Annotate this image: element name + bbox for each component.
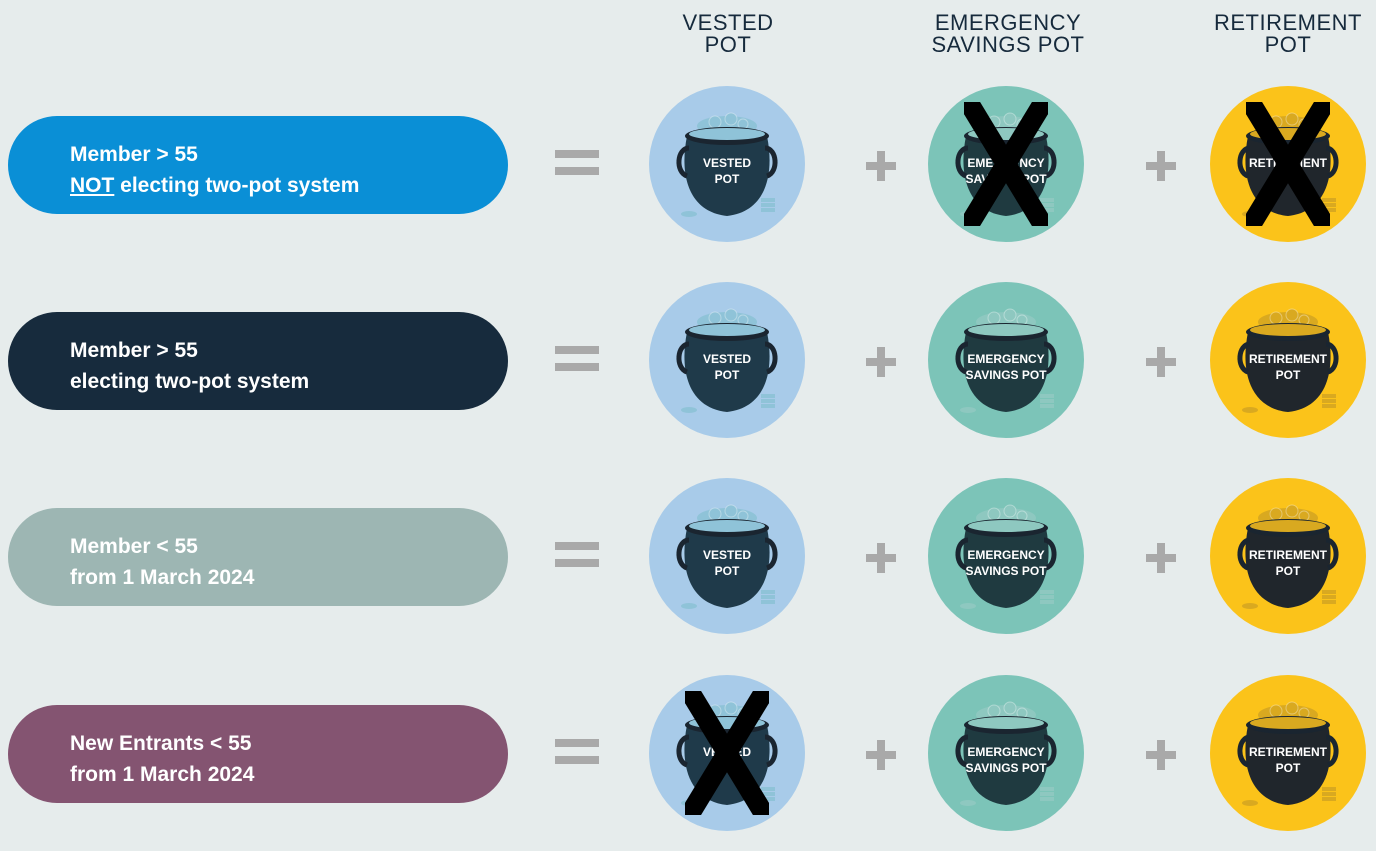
column-header-line2: POT <box>1264 32 1312 57</box>
pot-label-line1: EMERGENCY <box>967 548 1045 562</box>
cross-mark-icon <box>1246 102 1330 226</box>
vested-pot-label: VESTED POT <box>649 547 805 579</box>
scenario-row: Member > 55 electing two-pot system VESTED… <box>0 262 1376 458</box>
pot-label-line2: POT <box>1275 761 1301 775</box>
emergency-pot-circle: EMERGENCY SAVINGS POT <box>928 675 1084 831</box>
vested-pot-circle: VESTED POT <box>649 478 805 634</box>
scenario-row: New Entrants < 55 from 1 March 2024 VESTED… <box>0 655 1376 851</box>
pot-label-line1: VESTED <box>702 156 751 170</box>
pot-label-line1: EMERGENCY <box>967 352 1045 366</box>
emergency-pot-circle: EMERGENCY SAVINGS POT <box>928 282 1084 438</box>
column-header-retirement: RETIREMENT POT <box>1200 12 1376 56</box>
pot-of-coins-icon <box>676 504 778 609</box>
emergency-pot-label: EMERGENCY SAVINGS POT <box>928 351 1084 383</box>
emergency-pot-label: EMERGENCY SAVINGS POT <box>928 744 1084 776</box>
equals-icon <box>555 346 599 378</box>
pot-label-line1: VESTED <box>702 352 751 366</box>
pot-label-line1: RETIREMENT <box>1249 352 1327 366</box>
retirement-pot-label: RETIREMENT POT <box>1210 744 1366 776</box>
pot-of-coins-icon <box>676 308 778 413</box>
vested-pot-circle: VESTED POT <box>649 86 805 242</box>
pot-label-line1: VESTED <box>702 548 751 562</box>
pot-label-line1: RETIREMENT <box>1249 548 1327 562</box>
retirement-pot-circle: RETIREMENT POT <box>1210 478 1366 634</box>
retirement-pot-circle: RETIREMENT POT <box>1210 282 1366 438</box>
equals-icon <box>555 542 599 574</box>
vested-pot-label: VESTED POT <box>649 351 805 383</box>
pot-label-line2: POT <box>1275 564 1301 578</box>
equals-icon <box>555 150 599 182</box>
pot-of-coins-icon <box>955 308 1057 413</box>
member-category-line1: Member < 55 <box>70 535 198 558</box>
pot-label-line2: SAVINGS POT <box>965 564 1047 578</box>
retirement-pot-label: RETIREMENT POT <box>1210 351 1366 383</box>
vested-pot-label: VESTED POT <box>649 155 805 187</box>
member-category-pill: Member > 55 electing two-pot system <box>8 312 508 410</box>
column-header-line1: EMERGENCY <box>934 10 1082 35</box>
plus-icon <box>866 347 896 377</box>
pot-of-coins-icon <box>1237 701 1339 806</box>
retirement-pot-circle: RETIREMENT POT <box>1210 675 1366 831</box>
member-category-line2: from 1 March 2024 <box>70 763 255 786</box>
emergency-pot-label: EMERGENCY SAVINGS POT <box>928 547 1084 579</box>
member-category-line1: New Entrants < 55 <box>70 732 252 755</box>
emphasis-not: NOT <box>70 174 115 197</box>
pot-label-line2: SAVINGS POT <box>965 368 1047 382</box>
pot-of-coins-icon <box>955 504 1057 609</box>
member-category-pill: Member > 55 NOT electing two-pot system <box>8 116 508 214</box>
member-category-line2: NOT electing two-pot system <box>70 174 360 197</box>
member-category-line1: Member > 55 <box>70 339 198 362</box>
column-header-line2: SAVINGS POT <box>931 32 1085 57</box>
pot-label-line2: POT <box>714 564 740 578</box>
plus-icon <box>866 543 896 573</box>
emergency-pot-circle: EMERGENCY SAVINGS POT <box>928 478 1084 634</box>
plus-icon <box>1146 347 1176 377</box>
plus-icon <box>1146 740 1176 770</box>
member-category-line1: Member > 55 <box>70 143 198 166</box>
cross-mark-icon <box>685 691 769 815</box>
pot-of-coins-icon <box>955 701 1057 806</box>
plus-icon <box>1146 151 1176 181</box>
pot-label-line1: RETIREMENT <box>1249 745 1327 759</box>
vested-pot-circle: VESTED POT <box>649 282 805 438</box>
pot-label-line1: EMERGENCY <box>967 745 1045 759</box>
scenario-row: Member > 55 NOT electing two-pot system VE… <box>0 66 1376 262</box>
member-category-line2: from 1 March 2024 <box>70 566 255 589</box>
member-category-line2: electing two-pot system <box>70 370 310 393</box>
pot-of-coins-icon <box>1237 504 1339 609</box>
member-category-pill: Member < 55 from 1 March 2024 <box>8 508 508 606</box>
scenario-row: Member < 55 from 1 March 2024 VESTED POT EME… <box>0 458 1376 654</box>
retirement-pot-label: RETIREMENT POT <box>1210 547 1366 579</box>
column-header-emergency: EMERGENCY SAVINGS POT <box>920 12 1096 56</box>
pot-of-coins-icon <box>676 112 778 217</box>
equals-icon <box>555 739 599 771</box>
column-header-line1: RETIREMENT <box>1214 10 1362 35</box>
column-header-vested: VESTED POT <box>640 12 816 56</box>
pot-label-line2: SAVINGS POT <box>965 761 1047 775</box>
column-header-line1: VESTED <box>682 10 774 35</box>
pot-label-line2: POT <box>714 368 740 382</box>
plus-icon <box>1146 543 1176 573</box>
pot-of-coins-icon <box>1237 308 1339 413</box>
cross-mark-icon <box>964 102 1048 226</box>
member-category-pill: New Entrants < 55 from 1 March 2024 <box>8 705 508 803</box>
pot-label-line2: POT <box>714 172 740 186</box>
column-header-line2: POT <box>704 32 752 57</box>
plus-icon <box>866 740 896 770</box>
pot-label-line2: POT <box>1275 368 1301 382</box>
plus-icon <box>866 151 896 181</box>
